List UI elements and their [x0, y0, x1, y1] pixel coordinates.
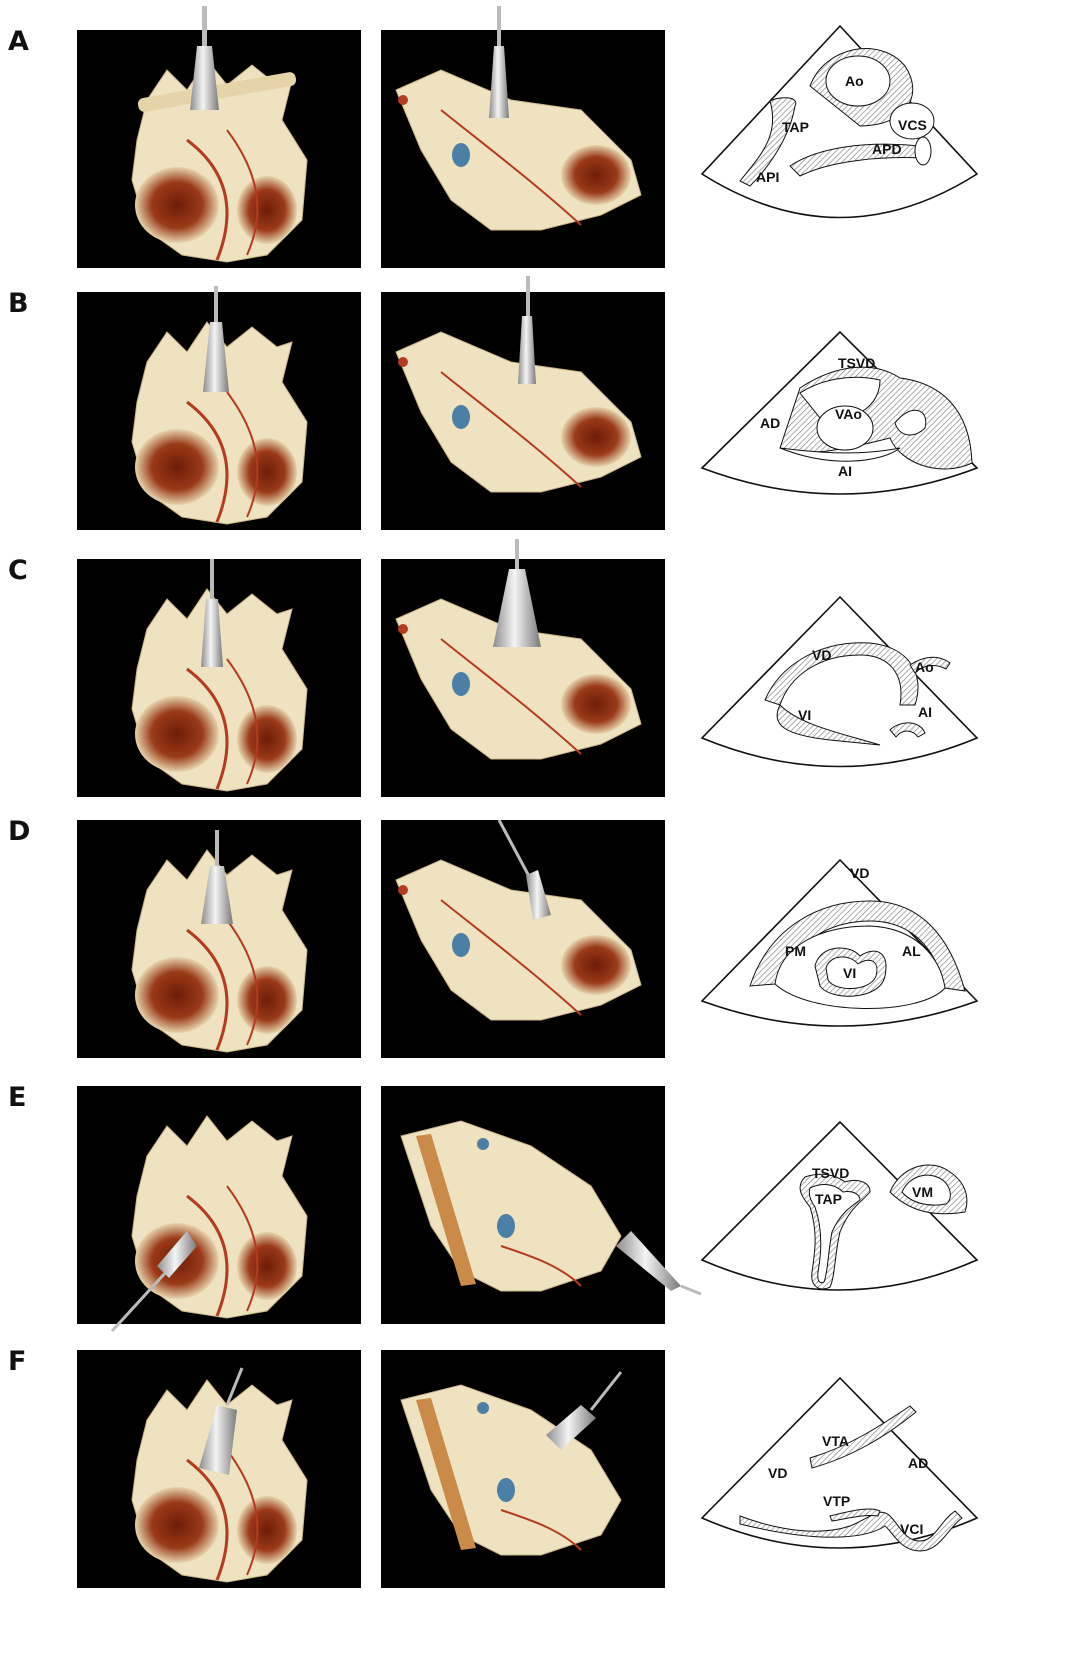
- diagram-label: VI: [843, 965, 856, 981]
- echo-sector-f: VTA AD VD VTP VCI: [740, 1346, 1081, 1626]
- probe: [546, 1372, 621, 1450]
- row-letter: E: [8, 1082, 26, 1113]
- heart-side-illustration: [381, 1086, 665, 1324]
- echo-view-diagram: VD PM AL VI: [740, 816, 1081, 1096]
- row-letter: C: [8, 555, 28, 586]
- row-letter: B: [8, 288, 29, 319]
- row-b: B: [0, 288, 1081, 568]
- heart-front-illustration: [77, 1350, 361, 1588]
- heart-front-illustration: [77, 559, 361, 797]
- row-letter: D: [8, 816, 30, 847]
- diagram-label: VTA: [822, 1433, 849, 1449]
- diagram-label: VCI: [900, 1521, 923, 1537]
- row-letter: A: [8, 26, 29, 57]
- heart-side-view: [381, 30, 665, 268]
- echo-sector-d: VD PM AL VI: [740, 816, 1081, 1096]
- heart-side-illustration: [381, 820, 665, 1058]
- heart-front-view: [77, 30, 361, 268]
- heart-side-view: [381, 292, 665, 530]
- row-d: D: [0, 816, 1081, 1096]
- heart-side-illustration: [381, 292, 665, 530]
- diagram-label: TAP: [815, 1191, 842, 1207]
- heart-front-illustration: [77, 1086, 361, 1324]
- probe: [493, 539, 541, 647]
- diagram-label: Ao: [915, 659, 934, 675]
- diagram-label: AI: [838, 463, 852, 479]
- diagram-label: PM: [785, 943, 806, 959]
- heart-side: [401, 1121, 621, 1291]
- diagram-label: VCS: [898, 117, 927, 133]
- diagram-label: AD: [908, 1455, 928, 1471]
- heart-front-view: [77, 820, 361, 1058]
- diagram-label: VM: [912, 1184, 933, 1200]
- heart-side: [396, 860, 641, 1020]
- heart-front: [132, 589, 307, 791]
- heart-side: [396, 332, 641, 492]
- diagram-label: VD: [812, 647, 831, 663]
- row-c: C: [0, 555, 1081, 835]
- echo-sector-c: VD Ao VI AI: [740, 555, 1081, 835]
- row-f: F: [0, 1346, 1081, 1626]
- echo-sector-a: Ao TAP VCS APD API: [740, 26, 1081, 306]
- heart-side-view: [381, 1350, 665, 1588]
- heart-side: [401, 1385, 621, 1555]
- echo-view-diagram: VTA AD VD VTP VCI: [740, 1346, 1081, 1626]
- diagram-label: TSVD: [812, 1165, 849, 1181]
- echo-view-diagram: VD Ao VI AI: [740, 555, 1081, 835]
- heart-side-view: [381, 820, 665, 1058]
- probe: [190, 6, 219, 110]
- diagram-label: VAo: [835, 406, 862, 422]
- diagram-label: APD: [872, 141, 902, 157]
- heart-side-illustration: [381, 1350, 665, 1588]
- diagram-label: VTP: [823, 1493, 850, 1509]
- diagram-label: TSVD: [838, 355, 875, 371]
- heart-front-illustration: [77, 30, 361, 268]
- diagram-label: TAP: [782, 119, 809, 135]
- diagram-label: API: [756, 169, 779, 185]
- row-e: E: [0, 1082, 1081, 1362]
- probe: [518, 276, 536, 384]
- diagram-label: AL: [902, 943, 921, 959]
- echo-view-diagram: Ao TAP VCS APD API: [740, 26, 1081, 306]
- heart-side-view: [381, 1086, 665, 1324]
- probe: [616, 1231, 701, 1294]
- echo-view-diagram: TSVD VAo AD AI: [740, 288, 1081, 568]
- diagram-label: AD: [760, 415, 780, 431]
- heart-side-illustration: [381, 559, 665, 797]
- row-letter: F: [8, 1346, 26, 1377]
- heart-front-view: [77, 559, 361, 797]
- heart-front-illustration: [77, 820, 361, 1058]
- heart-front: [132, 1116, 307, 1318]
- heart-front-view: [77, 1350, 361, 1588]
- heart-front: [132, 60, 307, 262]
- diagram-label: VD: [850, 865, 869, 881]
- diagram-label: VI: [798, 707, 811, 723]
- heart-side-illustration: [381, 30, 665, 268]
- diagram-label: AI: [918, 704, 932, 720]
- echo-view-diagram: TSVD TAP VM: [740, 1082, 1081, 1362]
- heart-front-illustration: [77, 292, 361, 530]
- echo-sector-e: TSVD TAP VM: [740, 1082, 1081, 1362]
- heart-side: [396, 70, 641, 230]
- echo-sector-b: TSVD VAo AD AI: [740, 288, 1081, 568]
- heart-front-view: [77, 292, 361, 530]
- row-a: A: [0, 26, 1081, 306]
- heart-side-view: [381, 559, 665, 797]
- probe: [489, 6, 509, 118]
- diagram-label: VD: [768, 1465, 787, 1481]
- heart-front-view: [77, 1086, 361, 1324]
- diagram-label: Ao: [845, 73, 864, 89]
